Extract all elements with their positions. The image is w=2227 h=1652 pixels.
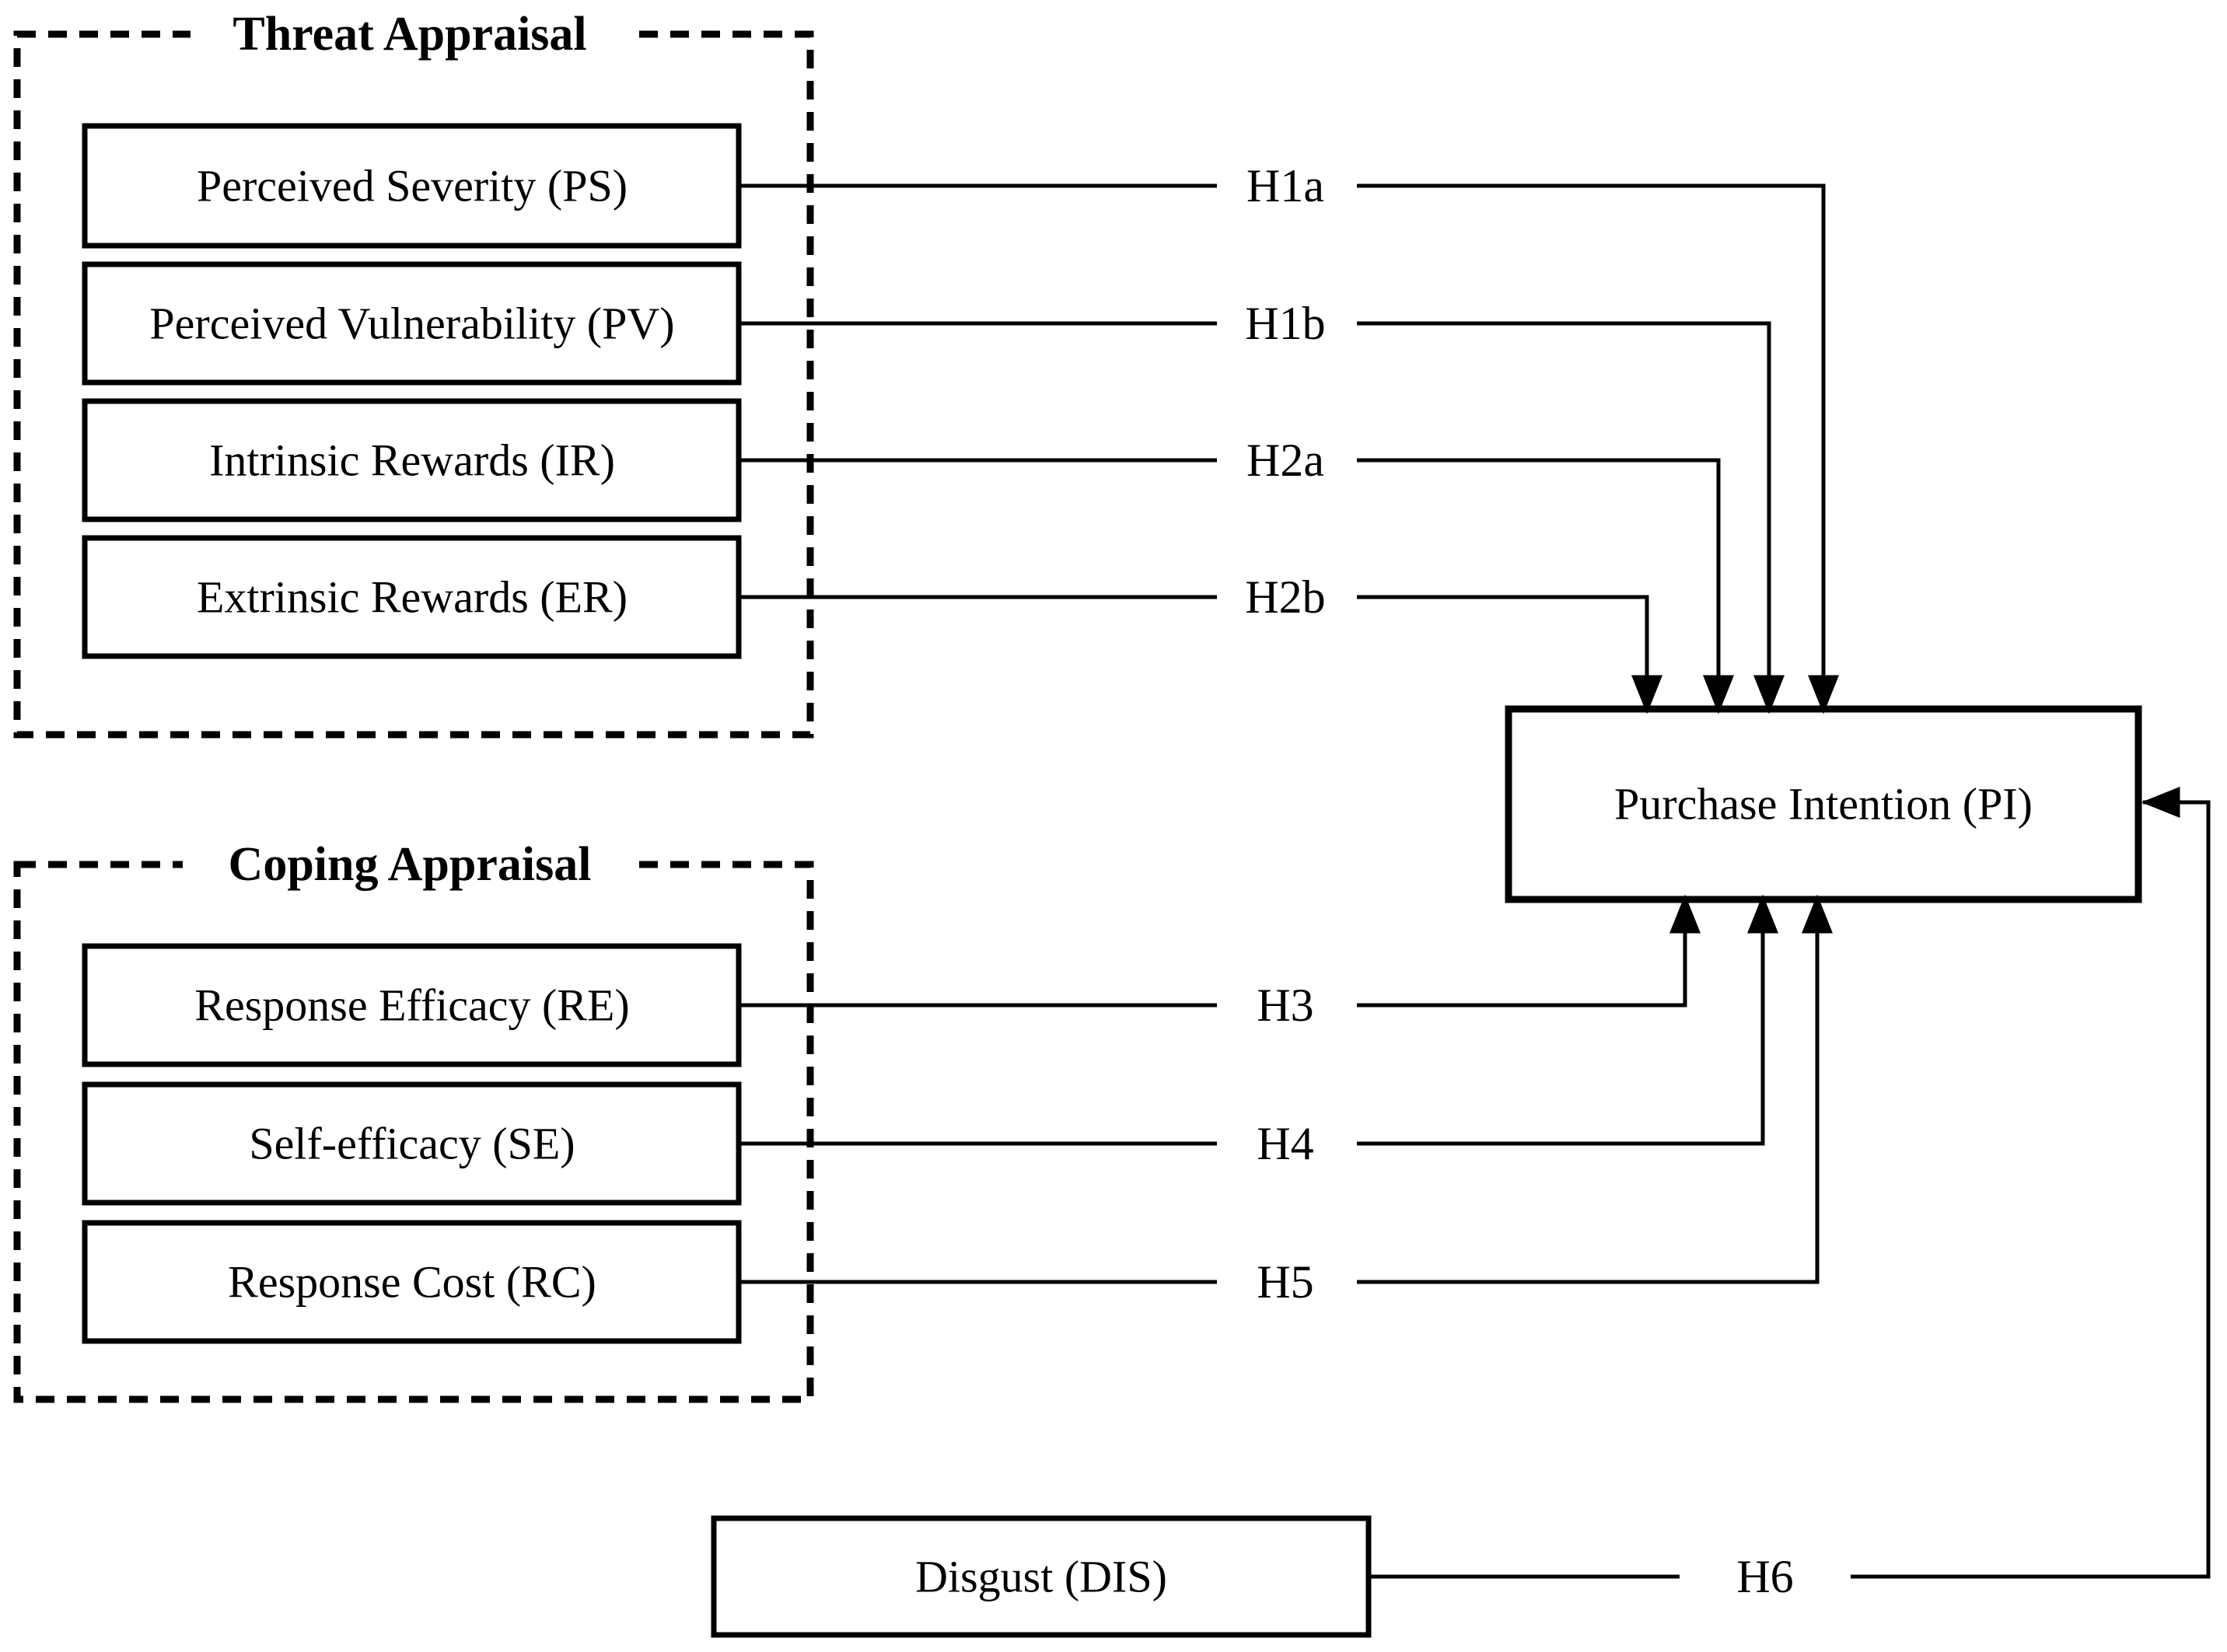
node-extrinsic-rewards: Extrinsic Rewards (ER) bbox=[82, 535, 742, 659]
extrinsic-rewards-label: Extrinsic Rewards (ER) bbox=[197, 572, 628, 623]
intrinsic-rewards-box bbox=[82, 398, 742, 522]
arrow-h6: H6 bbox=[1369, 787, 2211, 1602]
hypothesis-label-h6: H6 bbox=[1736, 1551, 1793, 1602]
h1b-line-arrow bbox=[1357, 321, 1785, 714]
threat-appraisal-title: Threat Appraisal bbox=[232, 8, 586, 61]
h2a-line-arrow bbox=[1357, 458, 1734, 714]
hypothesis-label-h1a: H1a bbox=[1246, 160, 1324, 211]
coping-appraisal-frame bbox=[13, 861, 814, 1403]
response-efficacy-box bbox=[82, 943, 742, 1067]
perceived-vulnerability-label: Perceived Vulnerability (PV) bbox=[149, 299, 674, 349]
coping-title-patch bbox=[183, 832, 638, 897]
hypothesis-label-h5: H5 bbox=[1257, 1256, 1313, 1308]
node-intrinsic-rewards: Intrinsic Rewards (IR) bbox=[82, 398, 742, 522]
arrow-h2a: H2a bbox=[739, 435, 1734, 714]
h6-line-arrow bbox=[1851, 787, 2211, 1579]
response-efficacy-label: Response Efficacy (RE) bbox=[194, 980, 629, 1031]
node-self-efficacy: Self-efficacy (SE) bbox=[82, 1081, 742, 1206]
intrinsic-rewards-label: Intrinsic Rewards (IR) bbox=[209, 435, 615, 486]
hypothesis-label-h1b: H1b bbox=[1245, 298, 1325, 349]
response-cost-box bbox=[82, 1220, 742, 1344]
response-cost-label: Response Cost (RC) bbox=[228, 1257, 596, 1308]
disgust-label: Disgust (DIS) bbox=[915, 1552, 1167, 1602]
h5-line-arrow bbox=[1357, 894, 1833, 1284]
node-disgust: Disgust (DIS) bbox=[711, 1515, 1372, 1638]
hypothesis-label-h2b: H2b bbox=[1245, 571, 1325, 623]
h2b-line-arrow bbox=[1357, 595, 1662, 714]
hypothesis-label-h2a: H2a bbox=[1246, 435, 1324, 486]
self-efficacy-label: Self-efficacy (SE) bbox=[249, 1119, 575, 1169]
hypothesis-label-h3: H3 bbox=[1257, 980, 1313, 1031]
arrow-h5: H5 bbox=[739, 894, 1833, 1308]
node-perceived-vulnerability: Perceived Vulnerability (PV) bbox=[82, 261, 742, 386]
h1a-line-arrow bbox=[1357, 183, 1839, 714]
arrow-h4: H4 bbox=[739, 894, 1778, 1169]
h3-line-arrow bbox=[1357, 894, 1701, 1008]
purchase-intention-label: Purchase Intention (PI) bbox=[1614, 779, 2033, 829]
perceived-vulnerability-box bbox=[82, 261, 742, 386]
perceived-severity-label: Perceived Severity (PS) bbox=[197, 161, 628, 211]
arrow-h2b: H2b bbox=[739, 571, 1662, 714]
coping-appraisal-title: Coping Appraisal bbox=[229, 838, 592, 891]
threat-title-patch bbox=[191, 2, 630, 67]
node-perceived-severity: Perceived Severity (PS) bbox=[82, 123, 742, 249]
hypothesis-label-h4: H4 bbox=[1257, 1118, 1313, 1169]
node-response-cost: Response Cost (RC) bbox=[82, 1220, 742, 1344]
h4-line-arrow bbox=[1357, 894, 1778, 1146]
arrow-h3: H3 bbox=[739, 894, 1701, 1031]
self-efficacy-box bbox=[82, 1081, 742, 1206]
arrow-h1b: H1b bbox=[739, 298, 1785, 714]
arrow-h1a: H1a bbox=[739, 160, 1839, 714]
node-purchase-intention: Purchase Intention (PI) bbox=[1505, 705, 2142, 903]
node-response-efficacy: Response Efficacy (RE) bbox=[82, 943, 742, 1067]
